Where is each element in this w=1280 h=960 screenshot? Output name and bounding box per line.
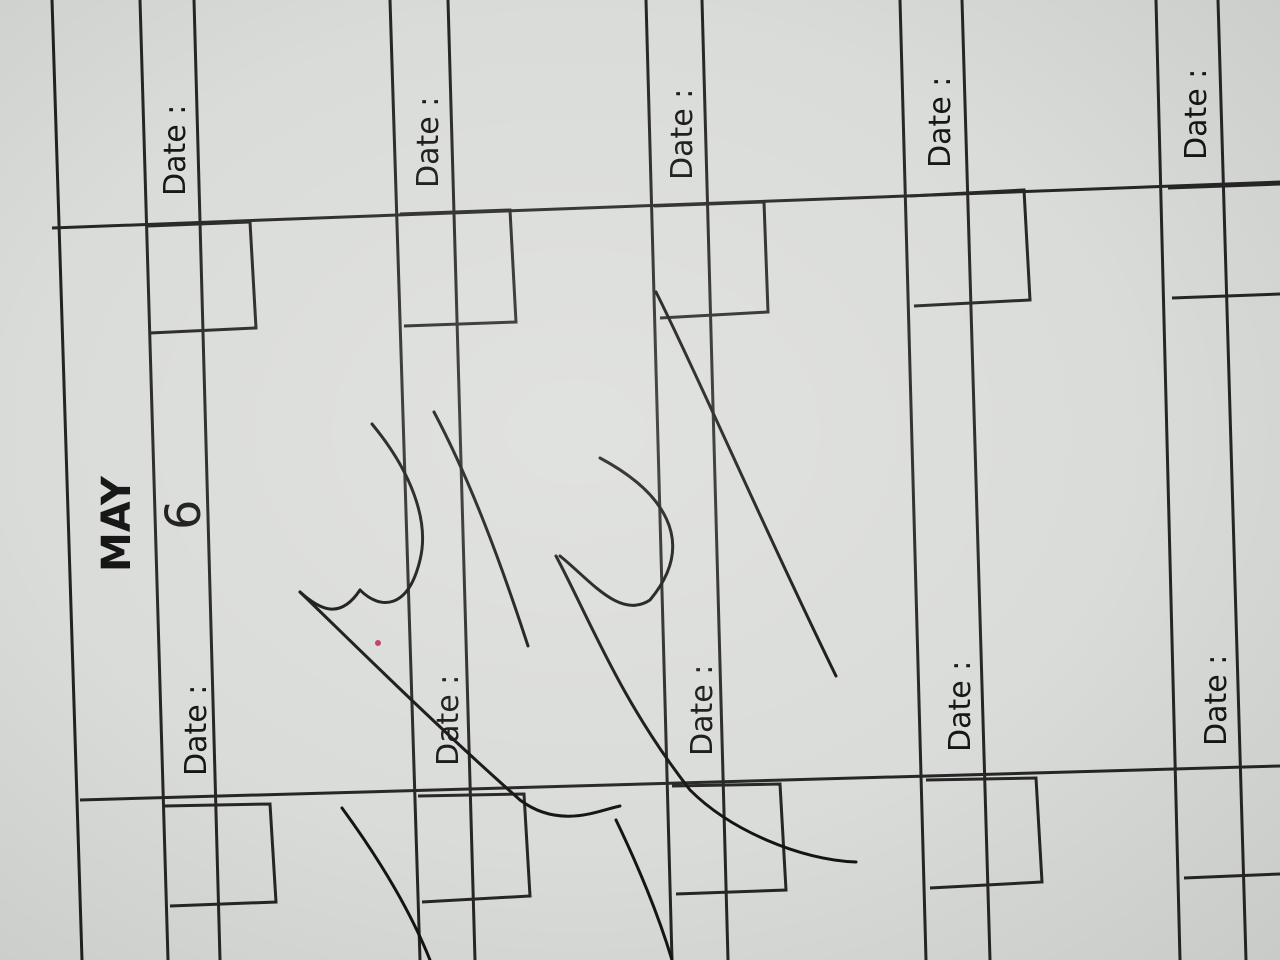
col-line-2a: [388, 0, 422, 960]
col-line-4b: [960, 0, 992, 960]
tab-5-top-bottom: [1171, 292, 1280, 300]
col-line-1a: [138, 0, 170, 960]
ink-dot: [375, 640, 381, 646]
date-label-mid-4: Date :: [943, 661, 978, 752]
col-line-5a: [1154, 0, 1182, 960]
col-line-2b: [446, 0, 477, 960]
date-label-mid-3: Date :: [685, 665, 720, 756]
stroke-2: [654, 290, 838, 678]
stroke-long-2: [554, 554, 858, 864]
handwritten-day: 6: [156, 499, 212, 530]
date-label-mid-2: Date :: [431, 675, 466, 766]
date-label-top-3: Date :: [665, 89, 700, 180]
col-line-1b: [192, 0, 222, 960]
tab-1-top: [147, 220, 258, 335]
col-line-3b: [700, 0, 730, 960]
date-label-mid-1: Date :: [179, 685, 214, 776]
month-label: MAY: [94, 475, 140, 572]
date-label-top-1: Date :: [158, 105, 193, 196]
tab-2-top: [399, 208, 518, 328]
grid-bottom-line: [79, 764, 1280, 802]
tab-1-bottom: [163, 802, 278, 908]
page-left-border: [50, 0, 84, 960]
date-label-top-2: Date :: [411, 97, 446, 188]
col-line-3a: [644, 0, 674, 960]
tab-2-bottom: [417, 792, 532, 904]
date-label-top-5: Date :: [1179, 69, 1214, 160]
date-label-mid-5: Date :: [1199, 655, 1234, 746]
tab-5-top: [1167, 182, 1280, 190]
date-tabs: [147, 182, 1280, 908]
tab-4-top: [909, 188, 1032, 308]
scribble-2: [558, 456, 675, 607]
tab-4-bottom: [925, 776, 1044, 890]
scribble-1: [358, 422, 425, 604]
stroke-3: [340, 806, 432, 960]
tab-3-bottom: [671, 782, 788, 896]
handwritten-strokes: [298, 290, 858, 960]
stroke-4: [614, 818, 674, 960]
stroke-1: [432, 410, 530, 648]
col-line-5b: [1216, 0, 1248, 960]
tab-3-top: [653, 200, 770, 320]
stroke-long-1: [298, 590, 622, 818]
tab-5-bottom: [1183, 872, 1280, 880]
col-line-4a: [898, 0, 928, 960]
date-label-top-4: Date :: [923, 77, 958, 168]
